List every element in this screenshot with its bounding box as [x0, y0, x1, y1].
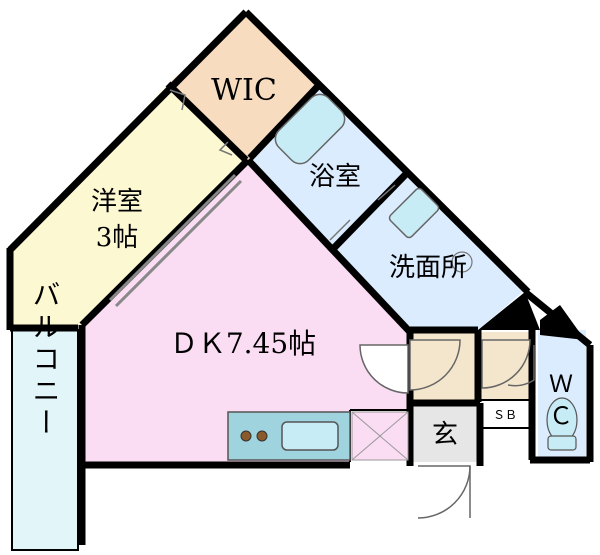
- bath-door-marks: [329, 184, 396, 241]
- stove-burner-icon: [240, 430, 252, 442]
- bathroom-label: 浴室: [309, 162, 361, 192]
- pipe-shaft: [478, 292, 540, 330]
- washbasin-icon: [388, 187, 440, 239]
- dining-kitchen-label: ＤＫ7.45帖: [170, 327, 316, 360]
- dining-kitchen-area: [82, 160, 410, 462]
- entrance-area: [410, 402, 478, 462]
- toilet-label-w: Ｗ: [549, 370, 573, 398]
- hall-door: [409, 339, 461, 391]
- western-room-size: 3帖: [96, 223, 139, 253]
- balcony-area: [11, 329, 79, 551]
- toilet-icon: [546, 397, 578, 451]
- stove-burner-icon: [256, 430, 268, 442]
- doors: [359, 339, 535, 519]
- washroom-area: [330, 172, 525, 330]
- kitchen-counter: [227, 411, 351, 461]
- pipe-shaft-2: [540, 305, 585, 340]
- dk-door: [359, 344, 409, 394]
- washroom-door: [481, 339, 531, 389]
- wic-doors: [169, 89, 233, 156]
- toilet-label-c: Ｃ: [549, 402, 573, 430]
- sink-icon: [281, 421, 339, 451]
- washing-machine-icon: [451, 251, 473, 273]
- balcony-label: バルコニー: [29, 280, 62, 440]
- western-room-label: 洋室: [91, 187, 143, 217]
- entrance-door: [417, 465, 471, 519]
- washroom-label: 洗面所: [389, 253, 467, 283]
- western-room-area: [12, 84, 248, 325]
- sliding-doors: [108, 173, 243, 308]
- toilet-door: [507, 345, 535, 387]
- refrigerator-space: [351, 411, 409, 461]
- entrance-label: 玄: [432, 420, 458, 450]
- bathtub-icon: [274, 93, 346, 165]
- wic-label: WIC: [211, 73, 277, 108]
- shoe-box-label: ＳＢ: [493, 408, 517, 422]
